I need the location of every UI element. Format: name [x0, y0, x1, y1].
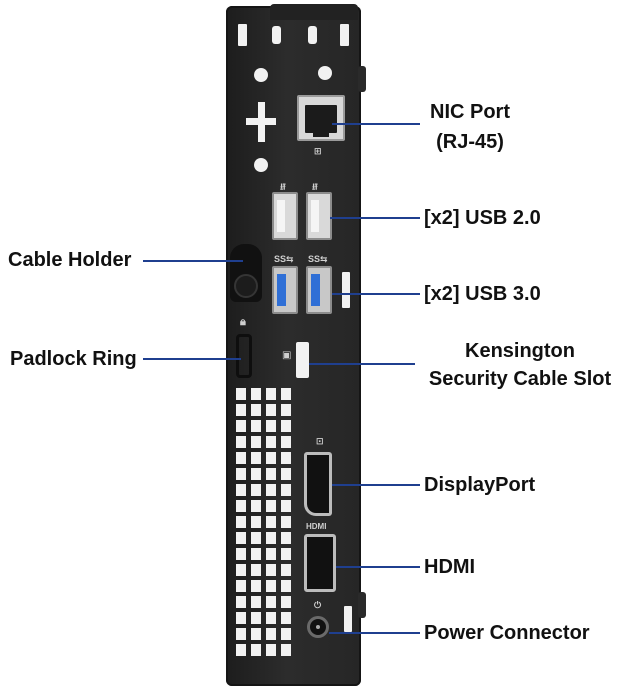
rj45-port — [297, 95, 345, 141]
label-usb3: [x2] USB 3.0 — [424, 283, 541, 305]
leader-power — [329, 632, 420, 634]
side-slot — [344, 606, 352, 632]
top-vent-slot — [340, 24, 349, 46]
screw-hole — [318, 66, 332, 80]
padlock-ring — [236, 334, 252, 378]
leader-kensington — [309, 363, 415, 365]
rj45-opening — [305, 105, 337, 133]
label-kensington: Kensington — [465, 340, 575, 362]
side-slot — [342, 272, 350, 308]
usb3-port-a — [272, 266, 298, 314]
displayport-icon: ⊡ — [316, 436, 324, 446]
leader-cable-holder — [143, 260, 243, 262]
usb3-port-b — [306, 266, 332, 314]
usb2-port-b — [306, 192, 332, 240]
top-vent-slot — [308, 26, 317, 44]
hdmi-tag: HDMI — [306, 522, 327, 531]
usb2-port-a — [272, 192, 298, 240]
label-kensington-sub: Security Cable Slot — [428, 368, 612, 390]
side-bump-bottom — [358, 592, 366, 618]
usb3-icon: SS⇆ — [274, 254, 294, 264]
kensington-slot — [296, 342, 309, 378]
side-bump-top — [358, 66, 366, 92]
vent-grid — [236, 388, 296, 664]
top-cap — [270, 4, 358, 20]
leader-usb2 — [330, 217, 420, 219]
label-padlock-ring: Padlock Ring — [10, 348, 137, 370]
top-vent-slot — [238, 24, 247, 46]
leader-displayport — [332, 484, 420, 486]
cable-holder — [230, 244, 262, 302]
plus-mark — [246, 118, 276, 125]
label-nic-port-sub: (RJ-45) — [436, 131, 504, 153]
top-vent-slot — [272, 26, 281, 44]
leader-hdmi — [336, 566, 420, 568]
leader-padlock — [143, 358, 241, 360]
usb-icon: ⭿ — [280, 182, 286, 192]
leader-usb3 — [332, 293, 420, 295]
lock-icon: 🔒︎ — [240, 316, 246, 328]
displayport-port — [304, 452, 332, 516]
label-displayport: DisplayPort — [424, 474, 536, 496]
label-nic-port: NIC Port — [430, 101, 510, 123]
label-hdmi: HDMI — [424, 556, 476, 578]
usb3-icon: SS⇆ — [308, 254, 328, 264]
cable-holder-knob — [234, 274, 258, 298]
hdmi-port — [304, 534, 336, 592]
label-usb2: [x2] USB 2.0 — [424, 207, 541, 229]
rj45-tab — [313, 131, 329, 137]
usb-icon: ⭿ — [312, 182, 318, 192]
label-cable-holder: Cable Holder — [8, 249, 132, 271]
screw-hole — [254, 68, 268, 82]
screw-hole — [254, 158, 268, 172]
label-power-connector: Power Connector — [424, 622, 590, 644]
power-icon: ⏻ — [314, 600, 322, 610]
network-icon: ⊞ — [314, 146, 322, 156]
leader-nic — [332, 123, 420, 125]
power-connector — [307, 616, 329, 638]
lock-icon: ▣ — [282, 350, 292, 361]
